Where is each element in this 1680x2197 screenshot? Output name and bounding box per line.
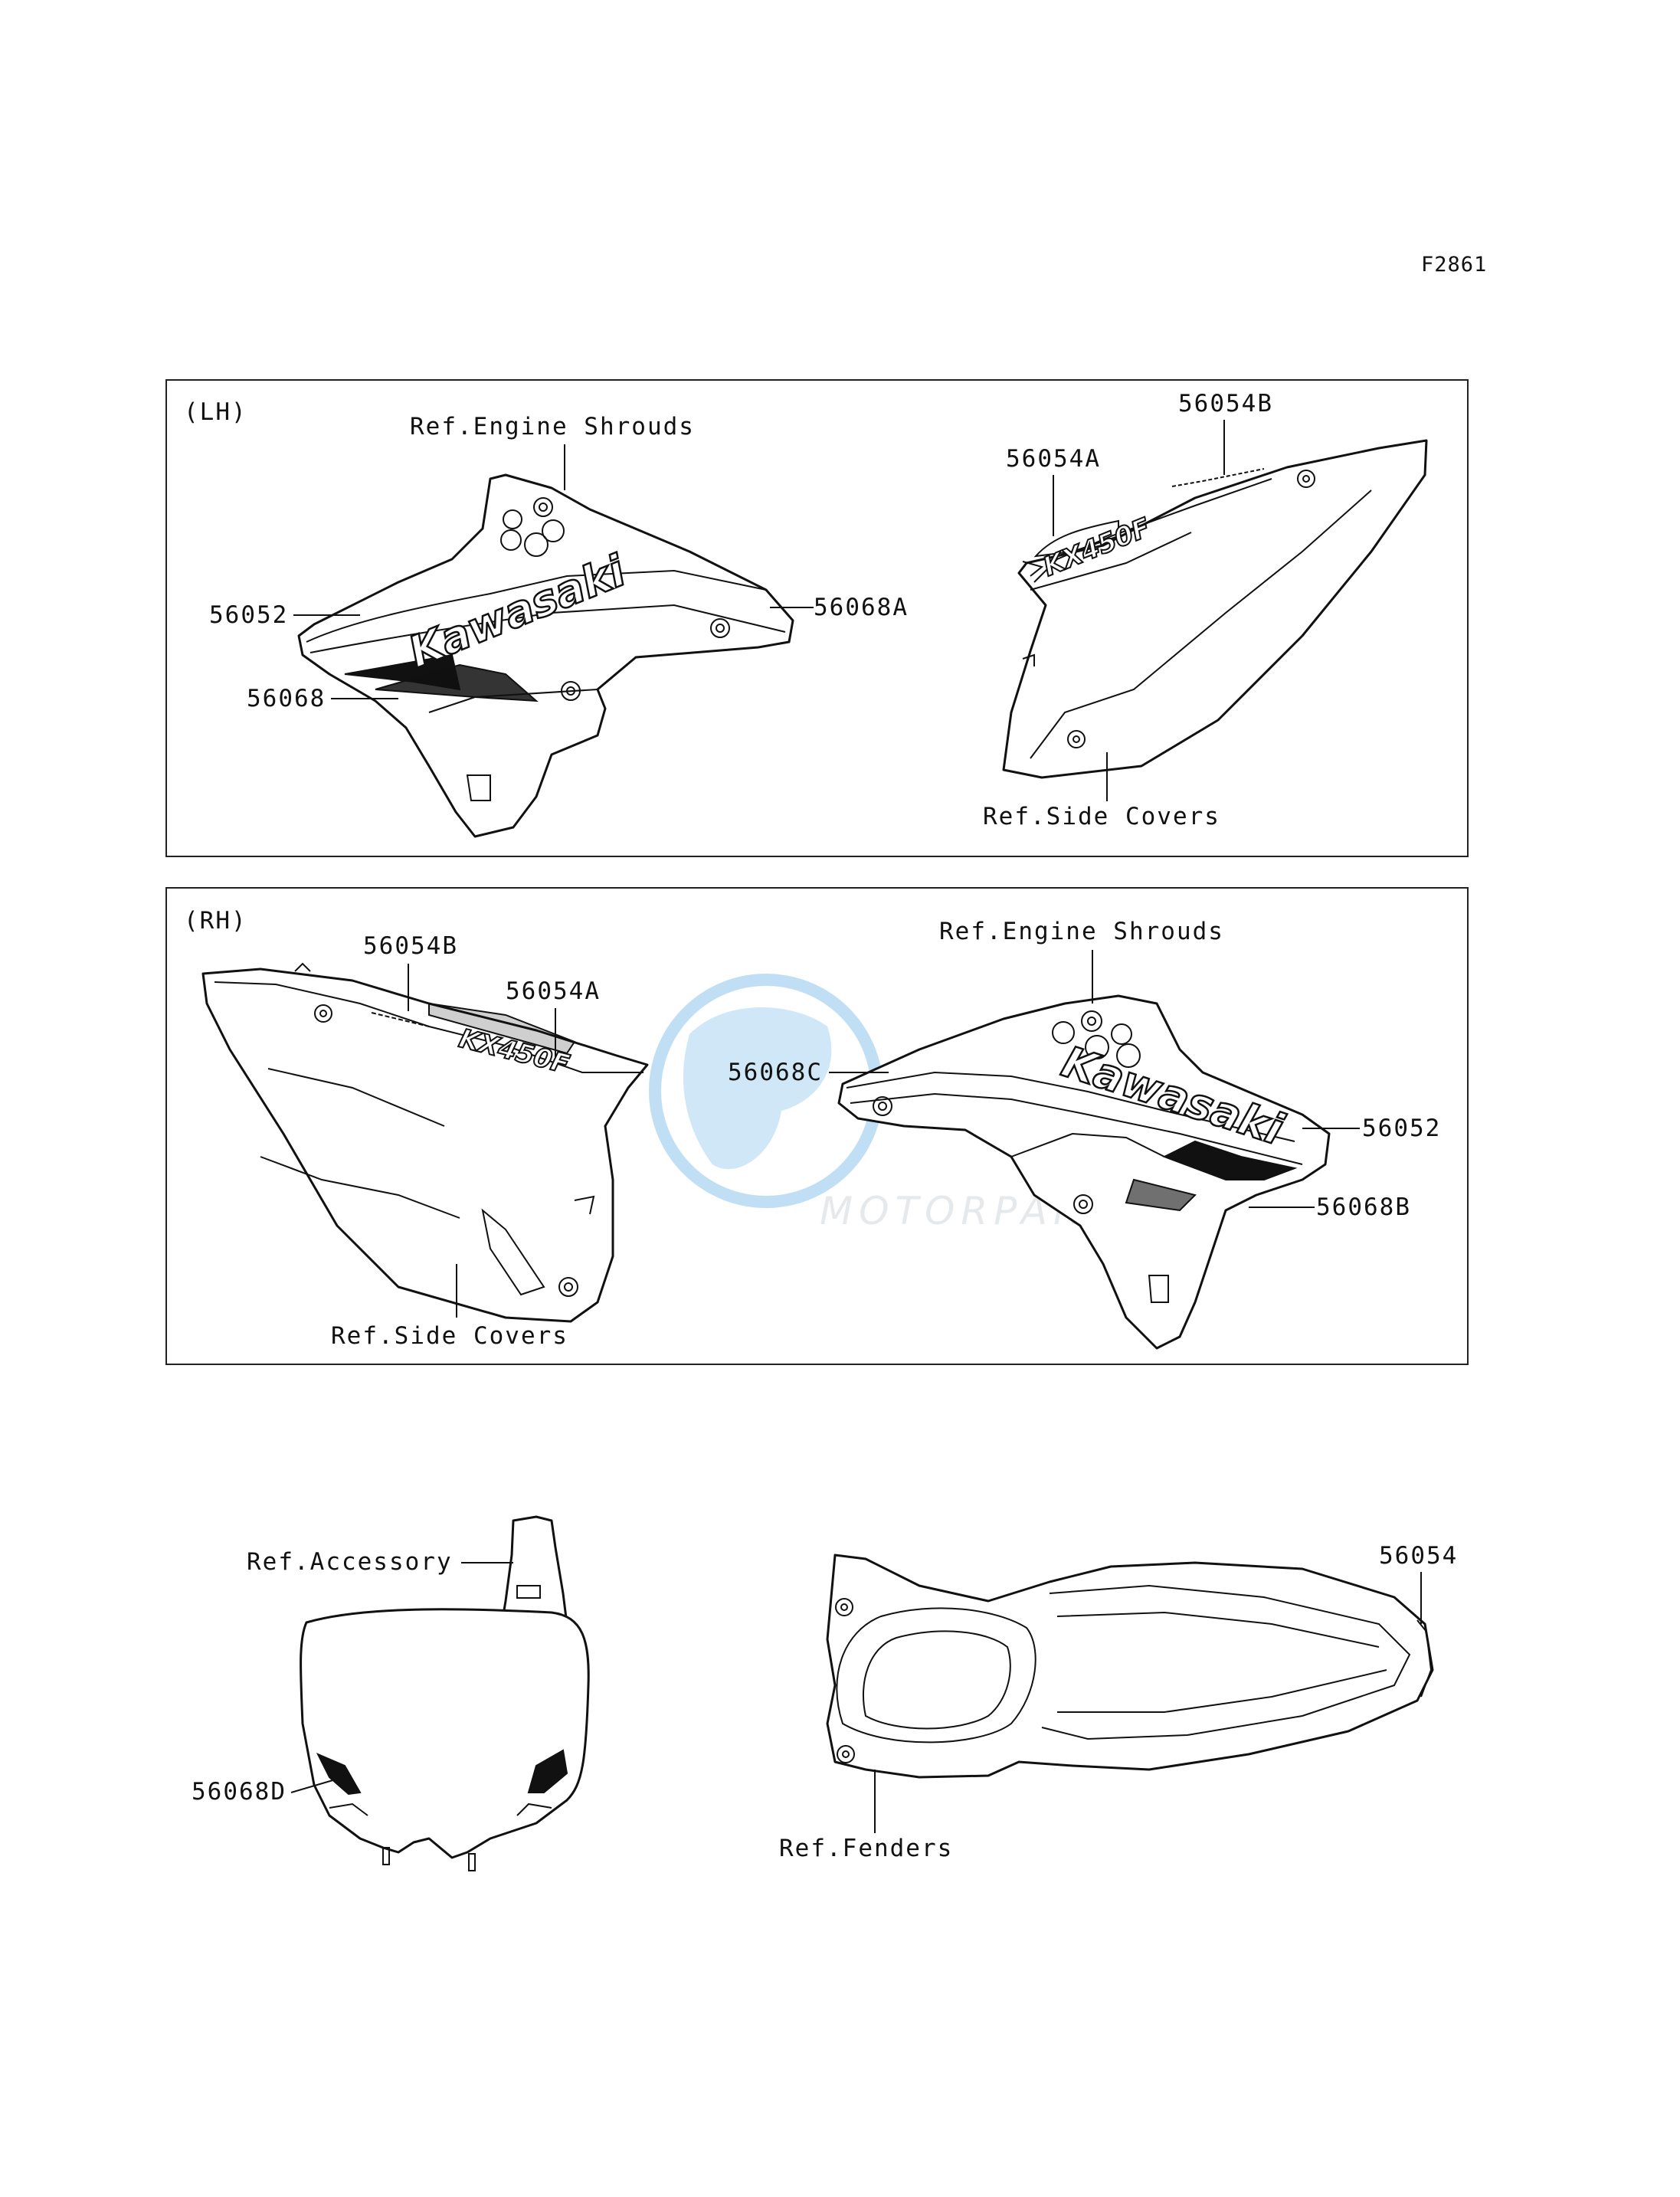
lh-panel: (LH) Kawasaki xyxy=(165,379,1469,857)
rh-panel: (RH) MOTORPARTS KX450F xyxy=(165,887,1469,1365)
rh-56054b-label: 56054B xyxy=(363,932,458,960)
lh-panel-frame xyxy=(165,379,1469,857)
rh-56052-label: 56052 xyxy=(1362,1115,1441,1142)
rh-engine-shroud: Kawasaki xyxy=(837,994,1331,1350)
lh-56052-label: 56052 xyxy=(209,601,288,629)
lh-56068-label: 56068 xyxy=(247,685,326,712)
front-number-plate: Ref.Accessory 56068D xyxy=(192,1515,590,1871)
rh-ref-side-covers-label: Ref.Side Covers xyxy=(331,1322,568,1350)
rh-side-cover: KX450F xyxy=(201,962,649,1323)
rh-56054a-label: 56054A xyxy=(506,977,601,1005)
rh-56068b-label: 56068B xyxy=(1316,1193,1411,1221)
lh-56068a-label: 56068A xyxy=(814,594,909,621)
rear-fender: 56054 Ref.Fenders xyxy=(779,1542,1458,1862)
lh-56054a-label: 56054A xyxy=(1006,445,1101,473)
lh-ref-side-covers-label: Ref.Side Covers xyxy=(983,803,1220,830)
lh-side-label: (LH) xyxy=(184,398,247,426)
ref-accessory-label: Ref.Accessory xyxy=(247,1548,453,1576)
rh-panel-frame xyxy=(165,887,1469,1365)
rf-56054-label: 56054 xyxy=(1379,1542,1458,1570)
lh-side-cover: KX450F xyxy=(1002,439,1428,779)
rh-ref-engine-shrouds-label: Ref.Engine Shrouds xyxy=(939,918,1224,945)
rh-56068c-label: 56068C xyxy=(728,1059,823,1086)
rh-side-label: (RH) xyxy=(184,907,247,935)
np-56068d-label: 56068D xyxy=(192,1778,287,1806)
lh-engine-shroud: Kawasaki xyxy=(297,473,794,838)
figure-code: F2861 xyxy=(1421,253,1487,277)
ref-fenders-label: Ref.Fenders xyxy=(779,1835,953,1862)
lh-ref-engine-shrouds-label: Ref.Engine Shrouds xyxy=(410,413,695,440)
lh-56054b-label: 56054B xyxy=(1178,390,1273,417)
